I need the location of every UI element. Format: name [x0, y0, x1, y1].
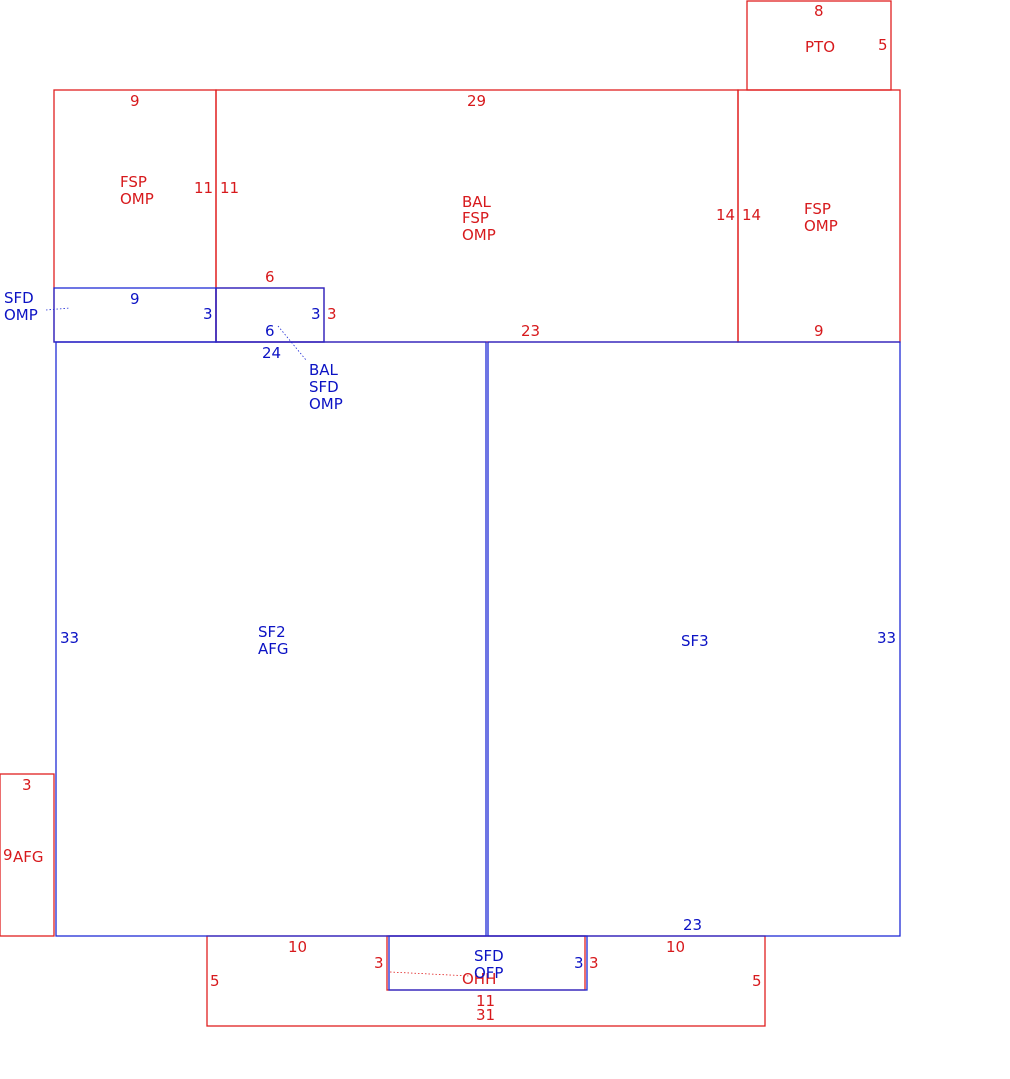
- bal-left-dim: 11: [220, 179, 239, 197]
- sf3-outline: [487, 341, 901, 937]
- sf3-right-dim: 33: [877, 629, 896, 647]
- afg-left-dim: 9: [3, 846, 13, 864]
- ohh-inner-right-dim: 3: [589, 954, 599, 972]
- fsp-left-label-2: OMP: [120, 190, 154, 208]
- bal-sfd-label-3: OMP: [309, 395, 343, 413]
- bal-sfd-leader-line: [277, 325, 307, 361]
- fsp-right-left-dim: 14: [742, 206, 761, 224]
- fsp-right-label-1: FSP: [804, 200, 831, 218]
- sfd-left-label-2: OMP: [4, 306, 38, 324]
- ohh-inner-bottom-dim: 11: [476, 992, 495, 1010]
- sf3-label: SF3: [681, 632, 709, 650]
- pto-top-dim: 8: [814, 2, 824, 20]
- sf2-label-2: AFG: [258, 640, 289, 658]
- sf2-top-dim: 24: [262, 344, 281, 362]
- ohh-right-dim: 5: [752, 972, 762, 990]
- fsp-right-label-2: OMP: [804, 217, 838, 235]
- bal-top-dim: 29: [467, 92, 486, 110]
- red-outlines: [0, 0, 901, 1027]
- bal-small-left-dim: 3: [311, 305, 321, 323]
- sf2-outline: [55, 341, 487, 937]
- afg-top-dim: 3: [22, 776, 32, 794]
- sfd-left-right-dim: 3: [203, 305, 213, 323]
- ohh-inner-left-dim: 3: [374, 954, 384, 972]
- ohh-leader-line: [389, 971, 471, 977]
- bal-right-dim: 14: [716, 206, 735, 224]
- bal-sfd-label-1: BAL: [309, 361, 339, 379]
- sfd-small-bottom-dim: 6: [265, 322, 275, 340]
- blue-outlines: [53, 287, 901, 991]
- ohh-left-dim: 5: [210, 972, 220, 990]
- sfd-left-top-dim: 9: [130, 290, 140, 308]
- fsp-left-right-dim: 11: [194, 179, 213, 197]
- sf2-left-dim: 33: [60, 629, 79, 647]
- afg-label: AFG: [13, 848, 44, 866]
- sfd-left-label-1: SFD: [4, 289, 34, 307]
- sfd-bottom-label-1: SFD: [474, 947, 504, 965]
- fsp-right-bottom-dim: 9: [814, 322, 824, 340]
- bal-label-1: BAL: [462, 193, 492, 211]
- sfd-bottom-right-dim: 3: [574, 954, 584, 972]
- fsp-left-top-dim: 9: [130, 92, 140, 110]
- bal-bottom-dim: 23: [521, 322, 540, 340]
- sfd-bottom-outline: [388, 935, 588, 991]
- ohh-top-left-dim: 10: [288, 938, 307, 956]
- pto-right-dim: 5: [878, 36, 888, 54]
- bal-sfd-label-2: SFD: [309, 378, 339, 396]
- fsp-left-label-1: FSP: [120, 173, 147, 191]
- bal-label-2: FSP: [462, 209, 489, 227]
- bal-small-right-dim: 3: [327, 305, 337, 323]
- sfd-leader-line: [45, 307, 71, 311]
- bal-small-top-dim: 6: [265, 268, 275, 286]
- sfd-bottom-label-2: OFP: [474, 964, 503, 982]
- ohh-top-right-dim: 10: [666, 938, 685, 956]
- bal-label-3: OMP: [462, 226, 496, 244]
- sf2-label-1: SF2: [258, 623, 286, 641]
- ohh-label: OHH: [462, 970, 496, 988]
- ohh-bottom-dim: 31: [476, 1006, 495, 1024]
- pto-label: PTO: [805, 38, 835, 56]
- sf3-bottom-dim: 23: [683, 916, 702, 934]
- afg-outline: [0, 773, 55, 937]
